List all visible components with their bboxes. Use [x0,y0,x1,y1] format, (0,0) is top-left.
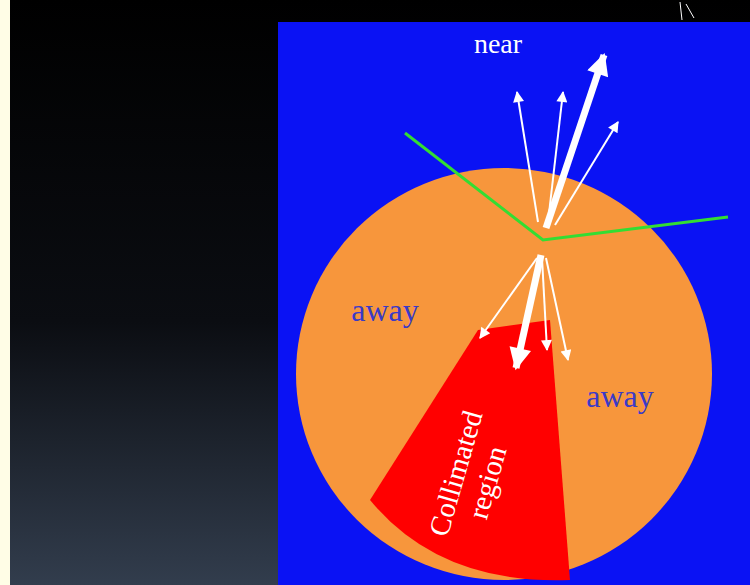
dark-panel [10,0,750,585]
thick-arrow [546,55,604,228]
corner-mark [680,2,694,20]
away-side-arrows [480,255,568,368]
collimated-region: Collimated region [365,315,575,585]
thin-arrow [546,258,568,360]
away-label: away [351,292,419,329]
blue-panel [278,22,750,585]
near-label: near [474,28,522,60]
thin-arrow [517,92,538,222]
orange-medium: awayawayCollimated region [296,168,712,580]
thick-arrow [516,255,541,368]
near-side-arrows [517,55,618,228]
orange-medium-outline [296,168,712,580]
thin-arrow [542,258,547,350]
jet-axis-line [405,133,728,240]
collimated-region-outline [370,320,570,580]
away-label: away [586,378,654,415]
